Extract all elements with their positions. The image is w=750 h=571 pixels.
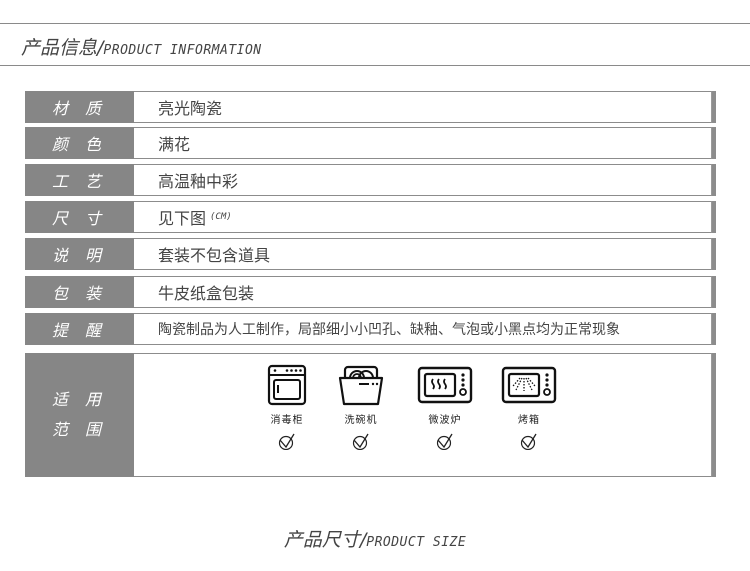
scope-label: 适 用 范 围 <box>25 353 134 477</box>
title-cn: 产品信息 <box>21 37 98 59</box>
scope-label-line2: 范 围 <box>51 420 108 439</box>
title-en: PRODUCT INFORMATION <box>103 43 262 58</box>
check-icon <box>278 433 295 450</box>
spec-label: 尺 寸 <box>25 201 134 233</box>
spec-row-reminder: 提 醒 陶瓷制品为人工制作，局部细小小凹孔、缺釉、气泡或小黑点均为正常现象 <box>25 313 716 345</box>
appliance-list: 消毒柜 洗碗机 <box>134 353 712 477</box>
sterilizer-cabinet-icon <box>267 364 307 406</box>
spec-row-material: 材 质 亮光陶瓷 <box>25 91 716 123</box>
row-edge-bar <box>712 313 716 345</box>
row-edge-bar <box>712 91 716 123</box>
product-size-title: 产品尺寸/PRODUCT SIZE <box>0 525 750 552</box>
product-info-title: 产品信息/PRODUCT INFORMATION <box>21 33 262 60</box>
oven-icon <box>501 366 557 404</box>
spec-label: 提 醒 <box>25 313 134 345</box>
check-icon <box>520 433 537 450</box>
spec-row-packaging: 包 装 牛皮纸盒包装 <box>25 276 716 308</box>
spec-label: 工 艺 <box>25 164 134 196</box>
spec-value: 陶瓷制品为人工制作，局部细小小凹孔、缺釉、气泡或小黑点均为正常现象 <box>134 313 712 345</box>
spec-row-note: 说 明 套装不包含道具 <box>25 238 716 270</box>
spec-row-size: 尺 寸 见下图(CM) <box>25 201 716 233</box>
spec-label: 说 明 <box>25 238 134 270</box>
spec-value: 高温釉中彩 <box>134 164 712 196</box>
spec-value: 套装不包含道具 <box>134 238 712 270</box>
spec-row-craft: 工 艺 高温釉中彩 <box>25 164 716 196</box>
spec-unit: (CM) <box>210 212 232 222</box>
row-edge-bar <box>712 201 716 233</box>
title-separator: / <box>97 37 104 59</box>
spec-value: 亮光陶瓷 <box>134 91 712 123</box>
appliance-oven: 烤箱 <box>494 364 564 450</box>
microwave-icon <box>417 366 473 404</box>
spec-value-text: 见下图 <box>158 209 207 228</box>
spec-value: 满花 <box>134 127 712 159</box>
dishwasher-icon <box>338 365 384 406</box>
row-edge-bar <box>712 127 716 159</box>
row-edge-bar <box>712 276 716 308</box>
check-icon <box>436 433 453 450</box>
scope-label-line1: 适 用 <box>51 390 108 409</box>
title-separator: / <box>359 529 367 551</box>
check-icon <box>352 433 369 450</box>
row-edge-bar <box>712 164 716 196</box>
appliance-dishwasher: 洗碗机 <box>326 364 396 450</box>
appliance-microwave: 微波炉 <box>410 364 480 450</box>
appliance-sterilizer: 消毒柜 <box>252 364 322 450</box>
appliance-name: 洗碗机 <box>344 415 378 426</box>
spec-label: 颜 色 <box>25 127 134 159</box>
spec-value: 见下图(CM) <box>134 201 712 233</box>
appliance-name: 微波炉 <box>428 415 462 426</box>
spec-value: 牛皮纸盒包装 <box>134 276 712 308</box>
appliance-name: 烤箱 <box>518 415 540 426</box>
title-en: PRODUCT SIZE <box>366 535 467 550</box>
title-cn: 产品尺寸 <box>283 529 360 551</box>
spec-row-scope: 适 用 范 围 消毒柜 <box>25 353 716 477</box>
row-edge-bar <box>712 353 716 477</box>
spec-label: 材 质 <box>25 91 134 123</box>
spec-row-color: 颜 色 满花 <box>25 127 716 159</box>
appliance-name: 消毒柜 <box>270 415 304 426</box>
row-edge-bar <box>712 238 716 270</box>
spec-label: 包 装 <box>25 276 134 308</box>
product-info-header: 产品信息/PRODUCT INFORMATION <box>0 23 750 66</box>
